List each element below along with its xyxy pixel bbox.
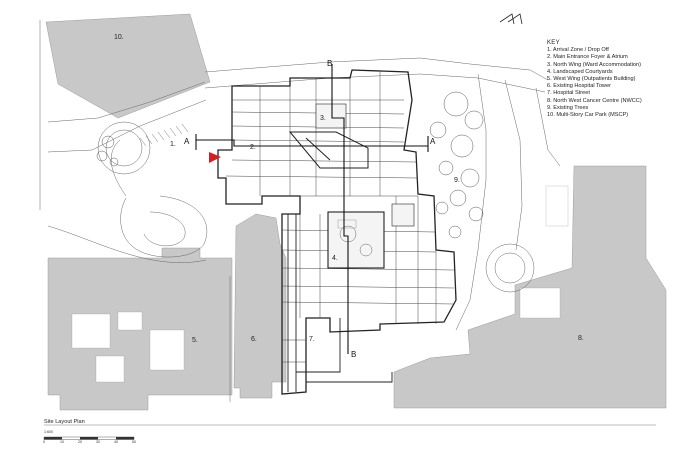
key-item: 6. Existing Hospital Tower xyxy=(547,83,611,90)
scale-tick-label: 20 xyxy=(78,440,82,444)
north-arrow xyxy=(499,13,523,25)
label-west-wing: 5. xyxy=(192,337,198,344)
scale-tick-label: 0 xyxy=(43,440,45,444)
key-item: 10. Multi-Story Car Park (MSCP) xyxy=(547,112,629,119)
label-existing-trees: 9. xyxy=(454,177,460,184)
section-a-left-marker: A xyxy=(184,137,190,146)
label-cancer-centre: 8. xyxy=(578,335,584,342)
hospital-street xyxy=(287,214,393,392)
scale-tick-label: 10 xyxy=(60,440,64,444)
north-west-cancer-centre xyxy=(393,165,667,409)
key-title: KEY xyxy=(547,40,560,46)
key-item: 2. Main Entrance Foyer & Atrium xyxy=(547,54,628,61)
drawing-caption: Site Layout Plan xyxy=(44,419,85,425)
scale-bar xyxy=(43,436,135,440)
scale-tick-label: 40 xyxy=(114,440,118,444)
label-arrival-zone: 1. xyxy=(170,141,176,148)
section-b-bottom-marker: B xyxy=(351,350,356,359)
scale-tick-label: 30 xyxy=(96,440,100,444)
internal-walls xyxy=(225,72,455,363)
section-a-line xyxy=(196,139,428,147)
section-b-top-marker: B xyxy=(327,59,332,68)
multi-story-car-park xyxy=(45,13,211,119)
key-item: 3. North Wing (Ward Accommodation) xyxy=(547,61,641,68)
roundabouts xyxy=(97,121,535,293)
key-item: 8. North West Cancer Centre (NWCC) xyxy=(547,97,642,104)
key-item: 1. Arrival Zone / Drop Off xyxy=(547,47,609,54)
existing-trees xyxy=(96,91,484,239)
building-courts xyxy=(71,185,569,383)
scale-title: 1:600 xyxy=(44,430,53,434)
existing-hospital-tower xyxy=(233,213,287,399)
drop-off-hatching xyxy=(139,123,189,147)
label-courtyards: 4. xyxy=(332,255,338,262)
section-b-line xyxy=(331,64,349,354)
label-hospital-tower: 6. xyxy=(251,336,257,343)
label-car-park: 10. xyxy=(114,34,124,41)
landscaped-courtyards xyxy=(315,103,415,269)
label-north-wing: 3. xyxy=(320,115,326,122)
section-lines xyxy=(195,64,429,354)
key-item: 4. Landscaped Courtyards xyxy=(547,68,613,75)
scale-legend: 1:600 0 10 20 30 40 50 xyxy=(43,430,154,446)
key-item: 5. West Wing (Outpatients Building) xyxy=(547,76,636,83)
label-hospital-street: 7. xyxy=(309,336,315,343)
new-building-outline xyxy=(217,69,457,395)
key-item: 7. Hospital Street xyxy=(547,90,590,97)
plan-key: KEY 1. Arrival Zone / Drop Off 2. Main E… xyxy=(547,40,697,119)
label-main-entrance: 2. xyxy=(250,144,256,151)
key-item: 9. Existing Trees xyxy=(547,104,589,111)
scale-tick-label: 50 xyxy=(132,440,136,444)
atrium-link xyxy=(288,131,369,169)
section-a-right-marker: A xyxy=(430,137,436,146)
existing-buildings xyxy=(45,13,667,411)
main-entrance-marker xyxy=(209,152,221,163)
